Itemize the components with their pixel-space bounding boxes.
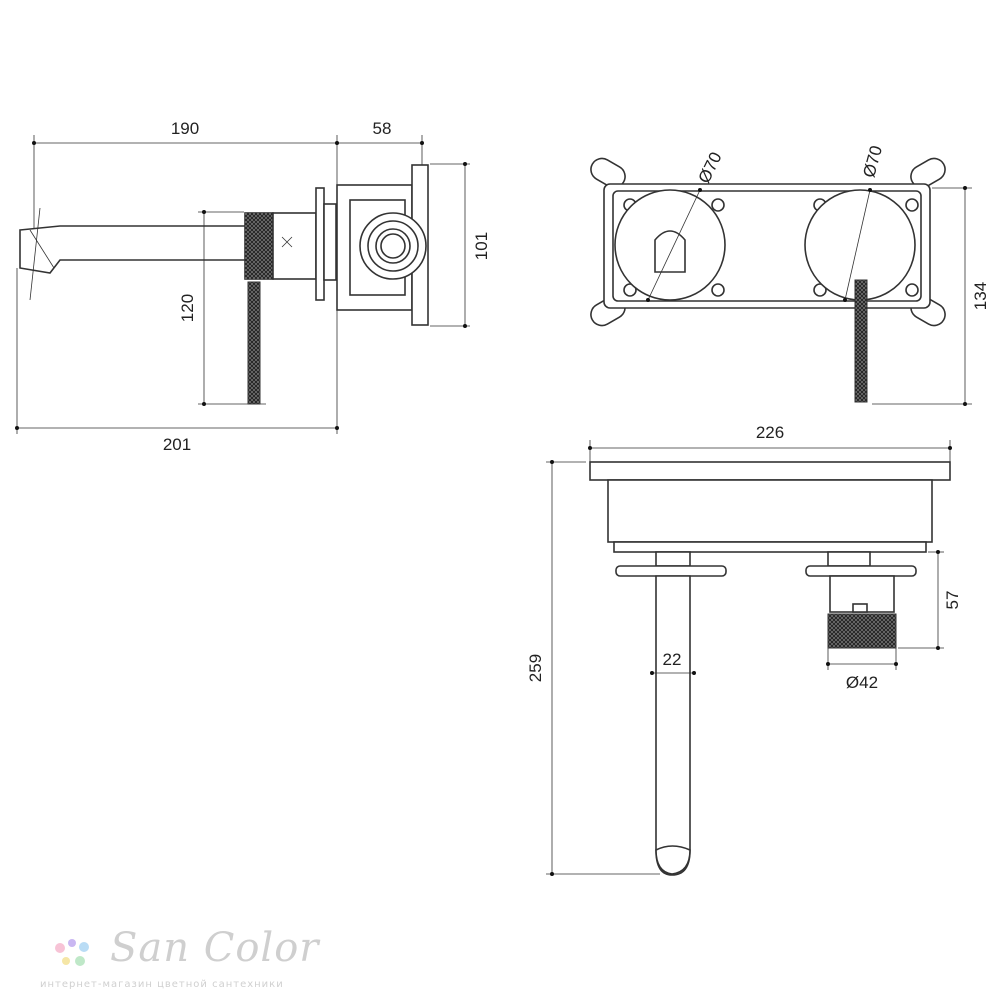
- dim-201: 201: [163, 435, 191, 454]
- dim-120: 120: [178, 294, 197, 322]
- logo-tagline: интернет-магазин цветной сантехники: [40, 979, 284, 990]
- dim-226: 226: [756, 423, 784, 442]
- top-view: 226 22 Ø42: [526, 423, 962, 876]
- dimension-259: 259: [526, 460, 660, 876]
- spout-side: [19, 207, 247, 301]
- dim-259: 259: [526, 654, 545, 682]
- dim-134: 134: [971, 282, 990, 310]
- rosette-right: Ø70: [804, 144, 916, 403]
- body-side: [244, 187, 337, 301]
- valve-box-side: [336, 164, 429, 326]
- dimension-134: 134: [872, 186, 990, 406]
- dimension-line-top: 190 58: [32, 119, 424, 240]
- spout-top: 22: [615, 551, 727, 876]
- dimension-226: 226: [588, 423, 952, 462]
- dimension-201: 201: [15, 268, 339, 454]
- logo-text: San Color: [110, 925, 320, 971]
- dim-58: 58: [373, 119, 392, 138]
- dim-diam-42: Ø42: [846, 673, 878, 692]
- dim-diam-70-left: Ø70: [694, 149, 725, 186]
- dim-diam-70-right: Ø70: [859, 144, 886, 180]
- dim-190: 190: [171, 119, 199, 138]
- rosette-left: Ø70: [614, 149, 726, 302]
- sancolor-watermark: San Color интернет-магазин цветной санте…: [40, 925, 320, 995]
- logo-dots-icon: [55, 939, 89, 966]
- dimension-101: 101: [430, 162, 491, 328]
- lever-side: [247, 281, 261, 405]
- dim-101: 101: [472, 232, 491, 260]
- front-view: Ø70 Ø70 134: [590, 144, 990, 406]
- dim-22: 22: [663, 650, 682, 669]
- dimension-57: 57: [898, 550, 962, 650]
- knob-top: Ø42: [805, 551, 917, 692]
- dimension-120: 120: [178, 210, 266, 406]
- dim-57: 57: [943, 591, 962, 610]
- side-view: 190 58: [15, 119, 491, 454]
